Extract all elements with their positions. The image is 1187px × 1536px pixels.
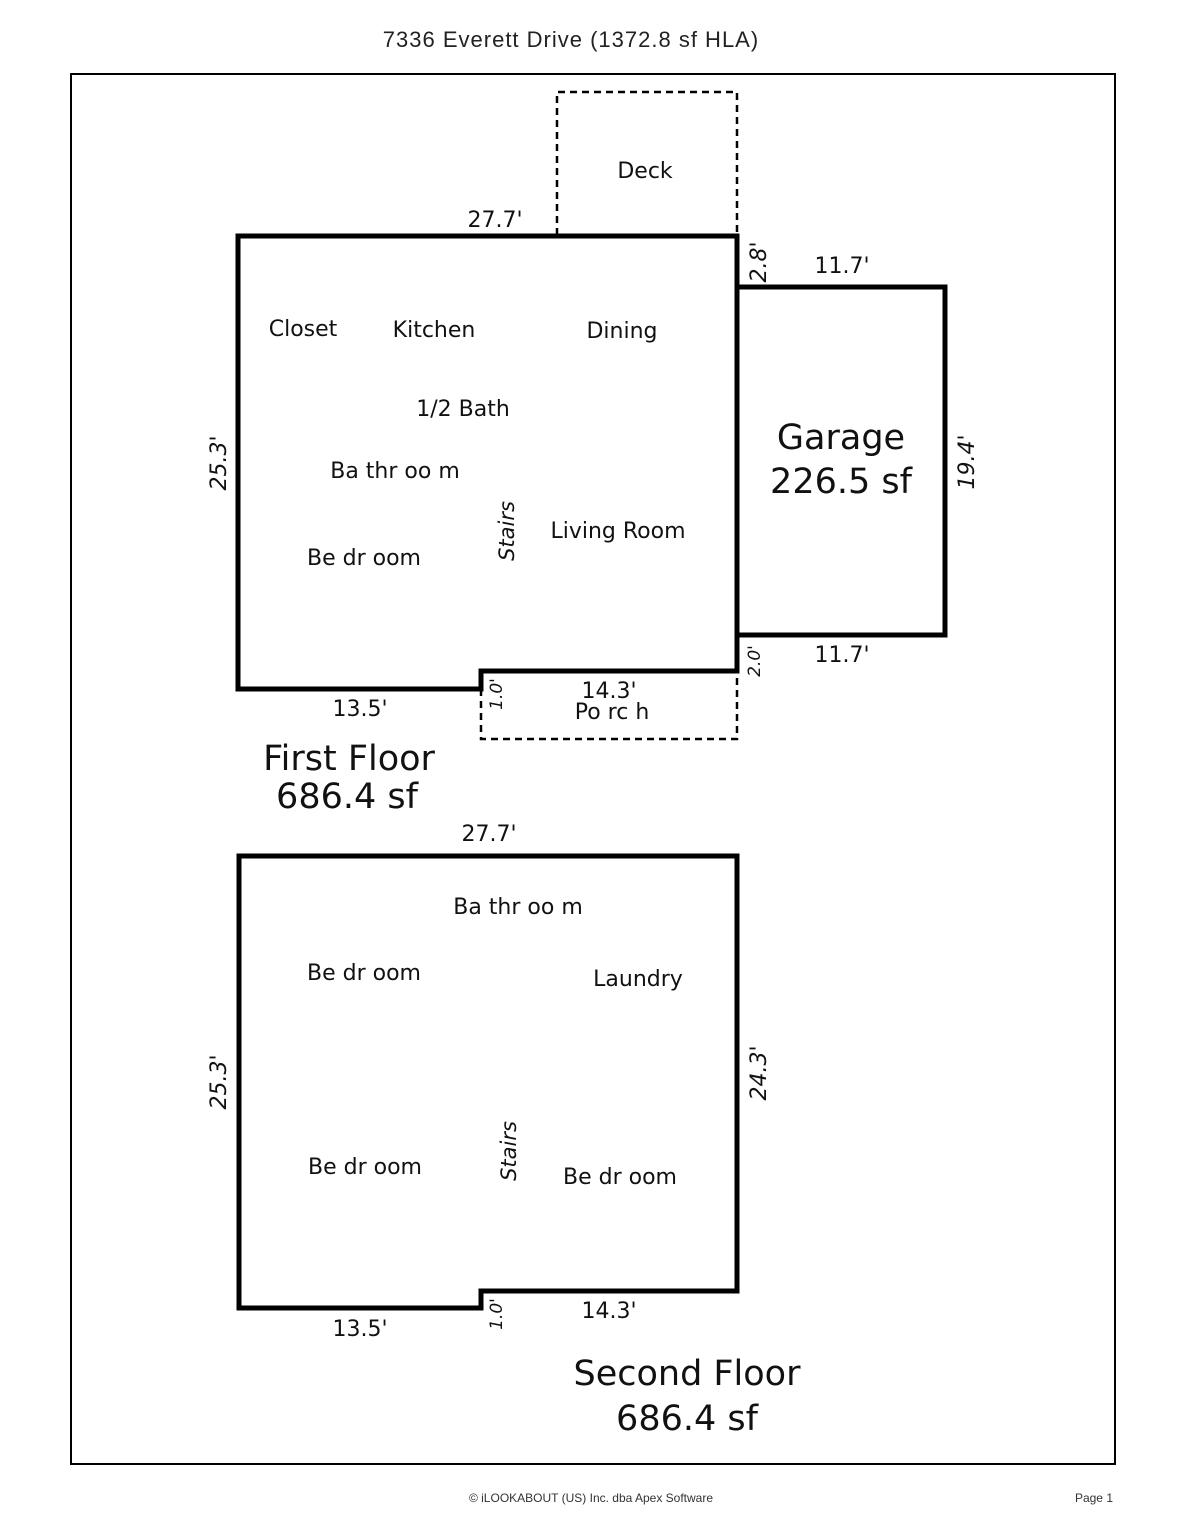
deck-step-dimension: 2.8' (747, 241, 772, 282)
deck-outline (555, 90, 739, 235)
room-closet: Closet (269, 317, 338, 342)
room-bedroom-upper-1: Be dr oom (307, 961, 421, 986)
room-kitchen: Kitchen (393, 318, 476, 343)
stairs-label: Stairs (495, 501, 519, 561)
garage-outline (737, 284, 948, 638)
second-floor-top-dimension: 27.7' (461, 822, 516, 847)
page-border (70, 73, 1116, 1465)
second-floor-outline (236, 853, 740, 1311)
first-floor-left-dimension: 25.3' (207, 435, 232, 490)
first-floor-bottom-right-dimension: 14.3' (581, 679, 636, 704)
second-floor-bottom-left-dimension: 13.5' (332, 1317, 387, 1342)
garage-label: Garage (777, 418, 905, 458)
second-floor-right-dimension: 24.3' (747, 1045, 772, 1100)
copyright-notice: © iLOOKABOUT (US) Inc. dba Apex Software (469, 1491, 713, 1505)
garage-top-dimension: 11.7' (814, 254, 869, 279)
first-floor-area: 686.4 sf (276, 777, 419, 817)
first-floor-bottom-left-dimension: 13.5' (332, 697, 387, 722)
garage-area: 226.5 sf (770, 462, 913, 502)
room-bathroom-upper: Ba thr oo m (453, 895, 583, 920)
second-floor-label: Second Floor (573, 1354, 801, 1394)
second-floor-bottom-right-dimension: 14.3' (581, 1299, 636, 1324)
room-dining: Dining (586, 319, 657, 344)
first-floor-step-dimension: 1.0' (487, 678, 507, 710)
porch-label: Po rc h (575, 700, 650, 725)
page-title: 7336 Everett Drive (1372.8 sf HLA) (383, 27, 759, 52)
room-laundry: Laundry (593, 967, 683, 992)
second-floor-left-dimension: 25.3' (207, 1054, 232, 1109)
porch-outline (479, 671, 739, 741)
first-floor-label: First Floor (263, 739, 435, 779)
room-bedroom: Be dr oom (307, 546, 421, 571)
room-living-room: Living Room (550, 519, 685, 544)
stairs-label-upper: Stairs (497, 1121, 521, 1181)
deck-label: Deck (617, 159, 673, 184)
room-bathroom: Ba thr oo m (330, 459, 460, 484)
second-floor-step-dimension: 1.0' (487, 1298, 507, 1330)
second-floor-area: 686.4 sf (616, 1399, 759, 1439)
room-half-bath: 1/2 Bath (416, 397, 510, 422)
room-bedroom-upper-2: Be dr oom (308, 1155, 422, 1180)
page-number: Page 1 (1075, 1491, 1113, 1505)
room-bedroom-upper-3: Be dr oom (563, 1165, 677, 1190)
garage-bottom-dimension: 11.7' (814, 643, 869, 668)
first-floor-outline (235, 233, 740, 692)
first-floor-top-dimension: 27.7' (467, 208, 522, 233)
first-floor-right-step-dimension: 2.0' (745, 645, 765, 677)
garage-right-dimension: 19.4' (955, 434, 980, 489)
